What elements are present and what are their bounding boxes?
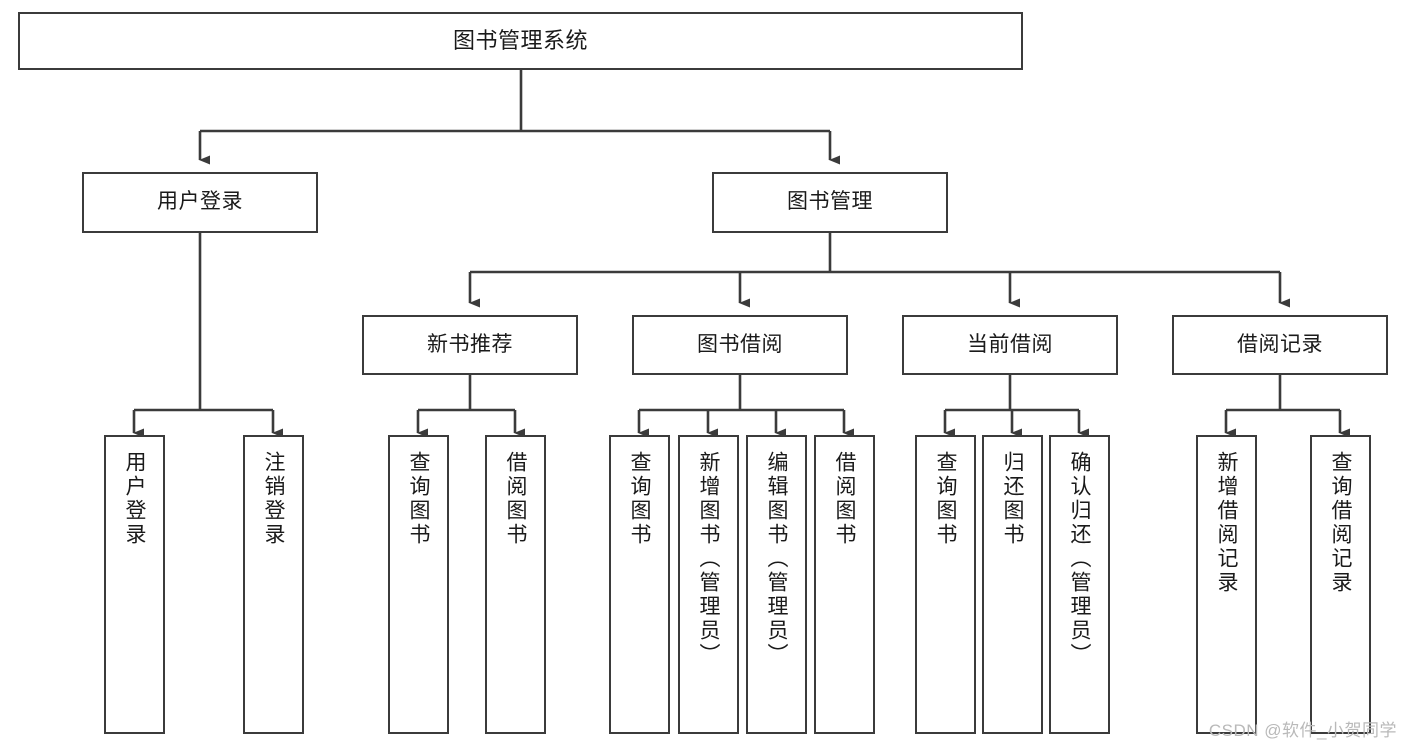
node-label: 新增图书（管理员）	[697, 451, 720, 667]
node-label: 新增借阅记录	[1215, 451, 1238, 595]
node-leaf-confirm-return[interactable]: 确认归还（管理员）	[1049, 435, 1110, 734]
node-leaf-edit-book[interactable]: 编辑图书（管理员）	[746, 435, 807, 734]
node-current-borrow[interactable]: 当前借阅	[902, 315, 1118, 375]
node-book-management[interactable]: 图书管理	[712, 172, 948, 233]
csdn-watermark: CSDN @软件_小贺同学	[1208, 721, 1397, 740]
node-label: 编辑图书（管理员）	[765, 451, 788, 667]
node-label: 查询图书	[934, 451, 957, 547]
node-leaf-logout-login[interactable]: 注销登录	[243, 435, 304, 734]
node-label: 归还图书	[1001, 451, 1024, 547]
node-book-borrow[interactable]: 图书借阅	[632, 315, 848, 375]
node-leaf-borrow-book-1[interactable]: 借阅图书	[485, 435, 546, 734]
node-leaf-user-login[interactable]: 用户登录	[104, 435, 165, 734]
node-label: 查询图书	[407, 451, 430, 547]
node-label: 确认归还（管理员）	[1068, 451, 1091, 667]
node-leaf-return-book[interactable]: 归还图书	[982, 435, 1043, 734]
node-leaf-query-book-1[interactable]: 查询图书	[388, 435, 449, 734]
node-label: 借阅图书	[504, 451, 527, 547]
node-label: 借阅图书	[833, 451, 856, 547]
node-leaf-borrow-book-2[interactable]: 借阅图书	[814, 435, 875, 734]
node-label: 借阅记录	[1237, 332, 1323, 356]
node-label: 新书推荐	[427, 332, 513, 356]
node-label: 注销登录	[262, 451, 285, 547]
node-label: 查询图书	[628, 451, 651, 547]
node-label: 图书借阅	[697, 332, 783, 356]
node-new-book-recommend[interactable]: 新书推荐	[362, 315, 578, 375]
node-user-login[interactable]: 用户登录	[82, 172, 318, 233]
node-label: 图书管理系统	[452, 28, 588, 54]
node-leaf-add-book[interactable]: 新增图书（管理员）	[678, 435, 739, 734]
node-label: 用户登录	[123, 451, 146, 547]
node-label: 当前借阅	[967, 332, 1053, 356]
node-leaf-query-book-2[interactable]: 查询图书	[609, 435, 670, 734]
node-leaf-query-book-3[interactable]: 查询图书	[915, 435, 976, 734]
node-label: 图书管理	[787, 190, 873, 214]
node-label: 查询借阅记录	[1329, 451, 1352, 595]
node-leaf-query-borrow-record[interactable]: 查询借阅记录	[1310, 435, 1371, 734]
node-root-book-management-system[interactable]: 图书管理系统	[18, 12, 1023, 70]
node-borrow-record[interactable]: 借阅记录	[1172, 315, 1388, 375]
node-label: 用户登录	[157, 190, 243, 214]
node-leaf-add-borrow-record[interactable]: 新增借阅记录	[1196, 435, 1257, 734]
